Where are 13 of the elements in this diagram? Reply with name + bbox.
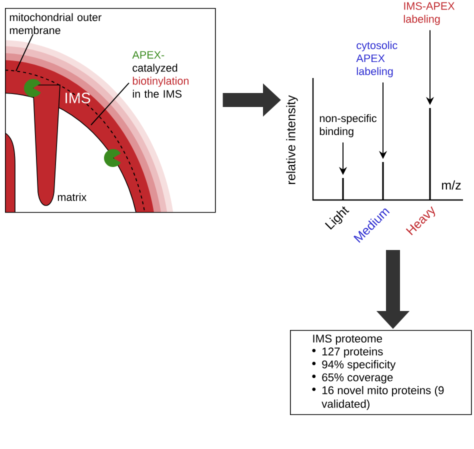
axis-label: relative intensity <box>286 95 298 184</box>
callout-text: mitochondrial outer membrane <box>10 13 102 34</box>
axis-label: m/z <box>442 180 461 190</box>
region-label: matrix <box>58 193 86 201</box>
annotation-text: non-specific binding <box>320 114 377 138</box>
callout-text: APEX- catalyzed biotinylation in the IMS <box>132 51 189 98</box>
annotation-text: IMS-APEX labeling <box>404 2 455 25</box>
leader-line <box>16 34 34 72</box>
annotation-text: cytosolic APEX labeling <box>356 41 398 78</box>
result-box: IMS proteome 127 proteins 94% specificity 65% coverage 16 novel mito proteins (9 validated) <box>290 330 472 415</box>
region-label: IMS <box>66 92 90 104</box>
leader-line <box>90 82 130 126</box>
panel-frame <box>5 8 216 213</box>
